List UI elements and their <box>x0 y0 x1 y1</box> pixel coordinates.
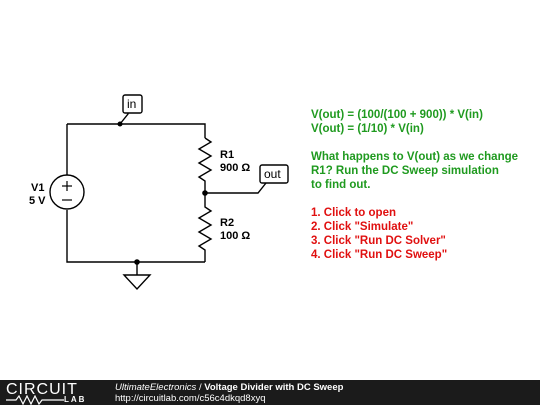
question-line-3: to find out. <box>311 179 371 191</box>
out-tag-box <box>259 164 289 184</box>
ground-symbol <box>122 274 152 291</box>
r2-value: 100 Ω <box>220 230 250 242</box>
footer-separator: / <box>196 382 205 393</box>
circuit-title[interactable]: Voltage Divider with DC Sweep <box>204 382 344 393</box>
resistor-r2 <box>197 193 213 262</box>
footer-info: UltimateElectronics / Voltage Divider wi… <box>115 382 343 404</box>
circuit-url[interactable]: http://circuitlab.com/c56c4dkqd8xyq <box>115 393 266 404</box>
wire-top <box>67 123 206 138</box>
question-line-2: R1? Run the DC Sweep simulation <box>311 165 499 177</box>
wire-out <box>205 182 267 194</box>
junction-dot <box>117 121 123 127</box>
v1-name: V1 <box>31 182 44 194</box>
out-tag-label: out <box>264 167 281 181</box>
logo-text-top: CIRCUIT <box>6 381 78 398</box>
r2-name: R2 <box>220 217 234 229</box>
author-link[interactable]: UltimateElectronics <box>115 382 197 393</box>
logo-text-bottom: LAB <box>64 395 87 404</box>
formula-line-2: V(out) = (1/10) * V(in) <box>311 123 424 135</box>
footer-bar: CIRCUIT LAB UltimateElectronics / Voltag… <box>0 380 540 405</box>
step-open: 1. Click to open <box>311 207 396 219</box>
step-simulate: 2. Click "Simulate" <box>311 221 414 233</box>
r1-value: 900 Ω <box>220 162 250 174</box>
wire-left-lower <box>66 210 205 263</box>
resistor-r1 <box>197 137 213 193</box>
circuit-schematic: in out V1 5 V R1 900 Ω R2 100 Ω <box>29 94 289 291</box>
question-line-1: What happens to V(out) as we change <box>311 151 519 163</box>
junction-dot <box>202 190 208 196</box>
voltage-source-v1 <box>49 174 85 210</box>
step-dc-sweep: 4. Click "Run DC Sweep" <box>311 249 448 261</box>
in-tag-label: in <box>127 97 136 111</box>
circuitlab-logo[interactable]: CIRCUIT LAB <box>6 381 96 405</box>
in-tag-box <box>122 94 143 114</box>
notes-panel: V(out) = (100/(100 + 900)) * V(in) V(out… <box>311 108 536 262</box>
step-dc-solver: 3. Click "Run DC Solver" <box>311 235 446 247</box>
logo-resistor-icon <box>6 395 64 405</box>
junction-dot <box>134 259 140 265</box>
r1-name: R1 <box>220 149 234 161</box>
formula-line-1: V(out) = (100/(100 + 900)) * V(in) <box>311 109 483 121</box>
v1-value: 5 V <box>29 195 46 207</box>
